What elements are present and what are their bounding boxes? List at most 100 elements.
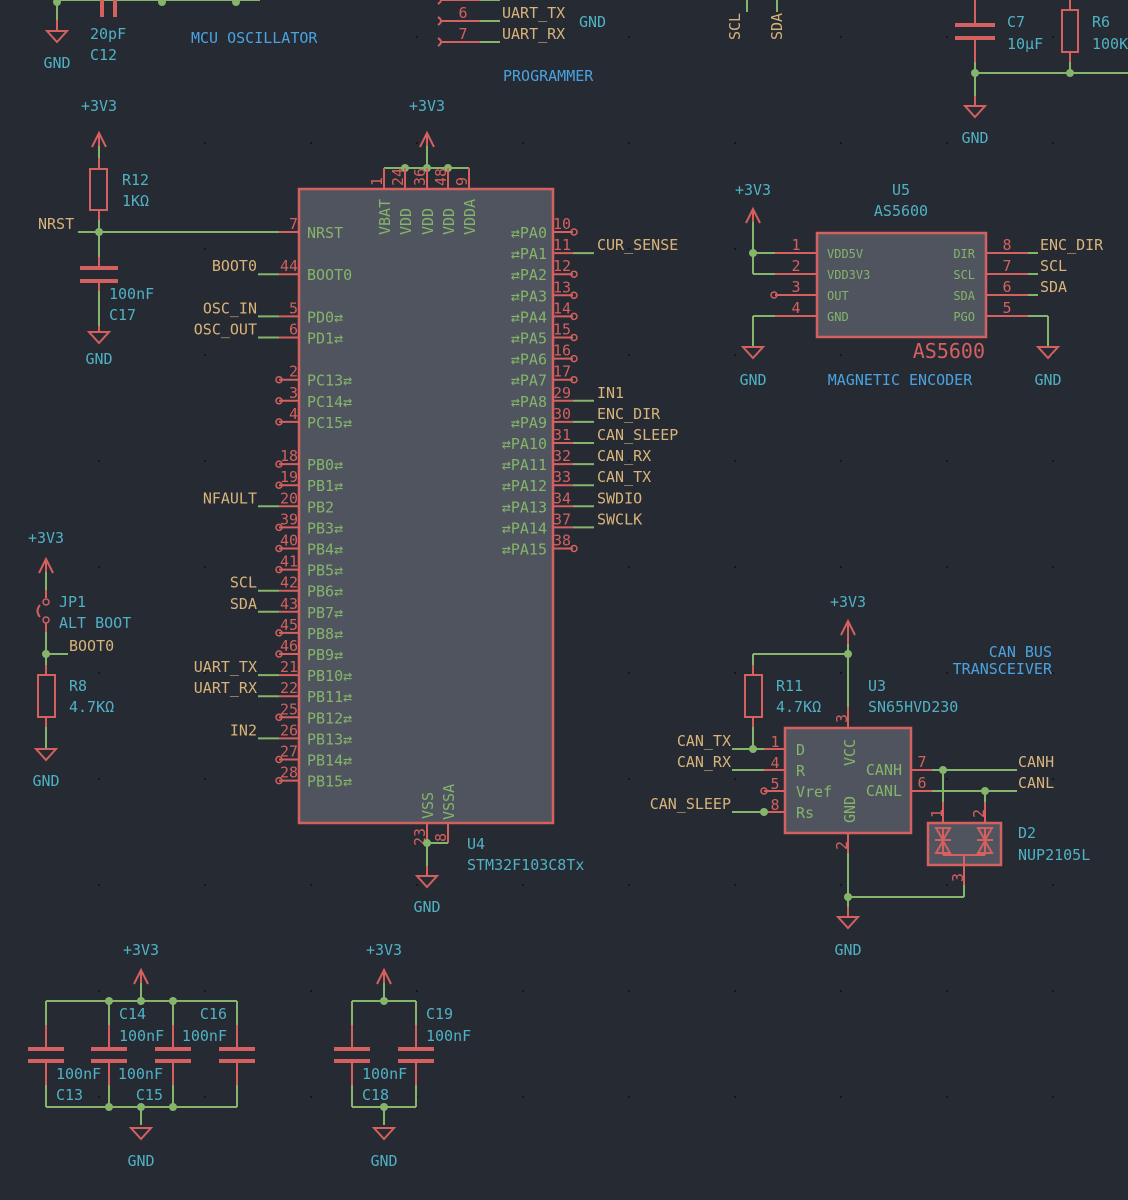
can-body [783, 726, 913, 835]
can-transceiver-u3[interactable]: +3V3 3 R11 4.7KΩ U3 SN65HVD230 CAN BUS T… [650, 593, 1091, 959]
ground-symbol [371, 1127, 397, 1141]
no-connect-icon [275, 713, 283, 722]
pin-number: 4 [770, 754, 779, 772]
pin-number: 24 [389, 168, 407, 186]
no-connect-icon [275, 629, 283, 637]
pin-name: PB9⇄ [307, 646, 343, 664]
net-label: CANH [1018, 753, 1054, 771]
pin-name: PB6⇄ [307, 583, 343, 601]
sda-net-label: SDA [768, 13, 786, 40]
c17-ref: C17 [109, 306, 136, 324]
pin-name: PB14⇄ [307, 752, 352, 770]
pin-name-gnd: GND [841, 796, 859, 823]
pin-number: 19 [280, 468, 298, 486]
pin-number: 3 [791, 278, 800, 296]
tvs-diode-icon [976, 827, 994, 855]
mcu-ref: U4 [467, 835, 485, 853]
pin-name: BOOT0 [307, 266, 352, 284]
no-connect-icon [570, 544, 578, 553]
pin-number: 7 [289, 215, 298, 233]
pin-number: 1 [791, 236, 800, 254]
c13-value: 100nF [56, 1065, 101, 1083]
pin-number: 8 [1002, 236, 1011, 254]
pin-number: 13 [553, 278, 571, 296]
pin-name: PB5⇄ [307, 562, 343, 580]
pin-name: Rs [796, 804, 814, 822]
magnetic-encoder-note: MAGNETIC ENCODER [828, 371, 973, 389]
no-connect-icon [770, 291, 778, 299]
pin-name: ⇄PA1 [511, 245, 547, 263]
encoder-ref: U5 [892, 181, 910, 199]
pin-number: 14 [553, 299, 571, 317]
pin-number: 6 [289, 321, 298, 339]
r12-body [89, 168, 108, 211]
power-arrow-icon [376, 967, 392, 985]
ground-symbol [740, 346, 766, 360]
pin-name: PD0⇄ [307, 308, 343, 326]
pin-number: 33 [553, 468, 571, 486]
no-connect-icon [570, 228, 578, 236]
pin-name: VDD3V3 [827, 268, 870, 282]
pin-number: 43 [280, 595, 298, 613]
pin-name: ⇄PA7 [511, 372, 547, 390]
net-label: SCL [230, 574, 257, 592]
r8-ref: R8 [69, 677, 87, 695]
power-label-3v3: +3V3 [366, 941, 402, 959]
pin-name: ⇄PA15 [502, 541, 547, 559]
decoupling-caps-group-2: +3V3 GND C19 100nF 100nF C18 [334, 941, 471, 1170]
pin-number: 2 [289, 363, 298, 381]
pin-name: Vref [796, 783, 832, 801]
pin-number: 8 [432, 833, 450, 842]
no-connect-icon [570, 270, 578, 278]
pin-name: PB0⇄ [307, 456, 343, 474]
net-label: SDA [230, 595, 257, 613]
power-arrow-icon [840, 618, 856, 636]
c12-ref: C12 [90, 46, 117, 64]
pin-number: 41 [280, 553, 298, 571]
pin-number: 7 [1002, 257, 1011, 275]
programmer-note: PROGRAMMER [503, 67, 594, 85]
ground-symbol [33, 748, 59, 762]
c19-ref: C19 [426, 1005, 453, 1023]
pin-name: PB12⇄ [307, 709, 352, 727]
net-label: OSC_IN [203, 299, 257, 317]
net-label: UART_TX [502, 4, 565, 22]
r6-value: 100K [1092, 35, 1128, 53]
net-label: SWDIO [597, 489, 642, 507]
connector-pin-icon [437, 37, 442, 47]
c7-value: 10µF [1007, 35, 1043, 53]
pin-number: 1 [770, 733, 779, 751]
pin-name: PB3⇄ [307, 519, 343, 537]
net-label: CAN_SLEEP [597, 426, 678, 444]
pin-name: ⇄PA12 [502, 477, 547, 495]
tvs-diode-d2[interactable]: 1 2 3 D2 NUP2105L [926, 770, 1090, 897]
pin-number: 42 [280, 574, 298, 592]
pin-number: 48 [432, 168, 450, 186]
c13-ref: C13 [56, 1086, 83, 1104]
jp1-ref: JP1 [59, 593, 86, 611]
r12-value: 1KΩ [122, 192, 149, 210]
pin-number: 31 [553, 426, 571, 444]
net-label: CAN_TX [677, 732, 731, 750]
mcu-oscillator-partial: GND 20pF C12 MCU OSCILLATOR [43, 0, 318, 72]
ground-label: GND [1034, 371, 1061, 389]
no-connect-icon [760, 787, 768, 795]
pin-name: VSS [419, 792, 437, 819]
pin-name: PC14⇄ [307, 393, 352, 411]
r8-body [37, 674, 56, 718]
mcu-oscillator-note: MCU OSCILLATOR [191, 29, 318, 47]
pin-number: 32 [553, 447, 571, 465]
pin-number: 16 [553, 342, 571, 360]
pin-number: 25 [280, 700, 298, 718]
pin-number: 12 [553, 257, 571, 275]
ground-symbol [835, 916, 861, 930]
pin-number: 4 [289, 405, 298, 423]
c19-value: 100nF [426, 1027, 471, 1045]
net-label: CANL [1018, 774, 1054, 792]
r11-ref: R11 [776, 677, 803, 695]
decoupling-caps-group-1: +3V3 GND C14 100nF C16 100nF 100nF C13 1… [28, 941, 255, 1170]
pin-number: 20 [280, 489, 298, 507]
